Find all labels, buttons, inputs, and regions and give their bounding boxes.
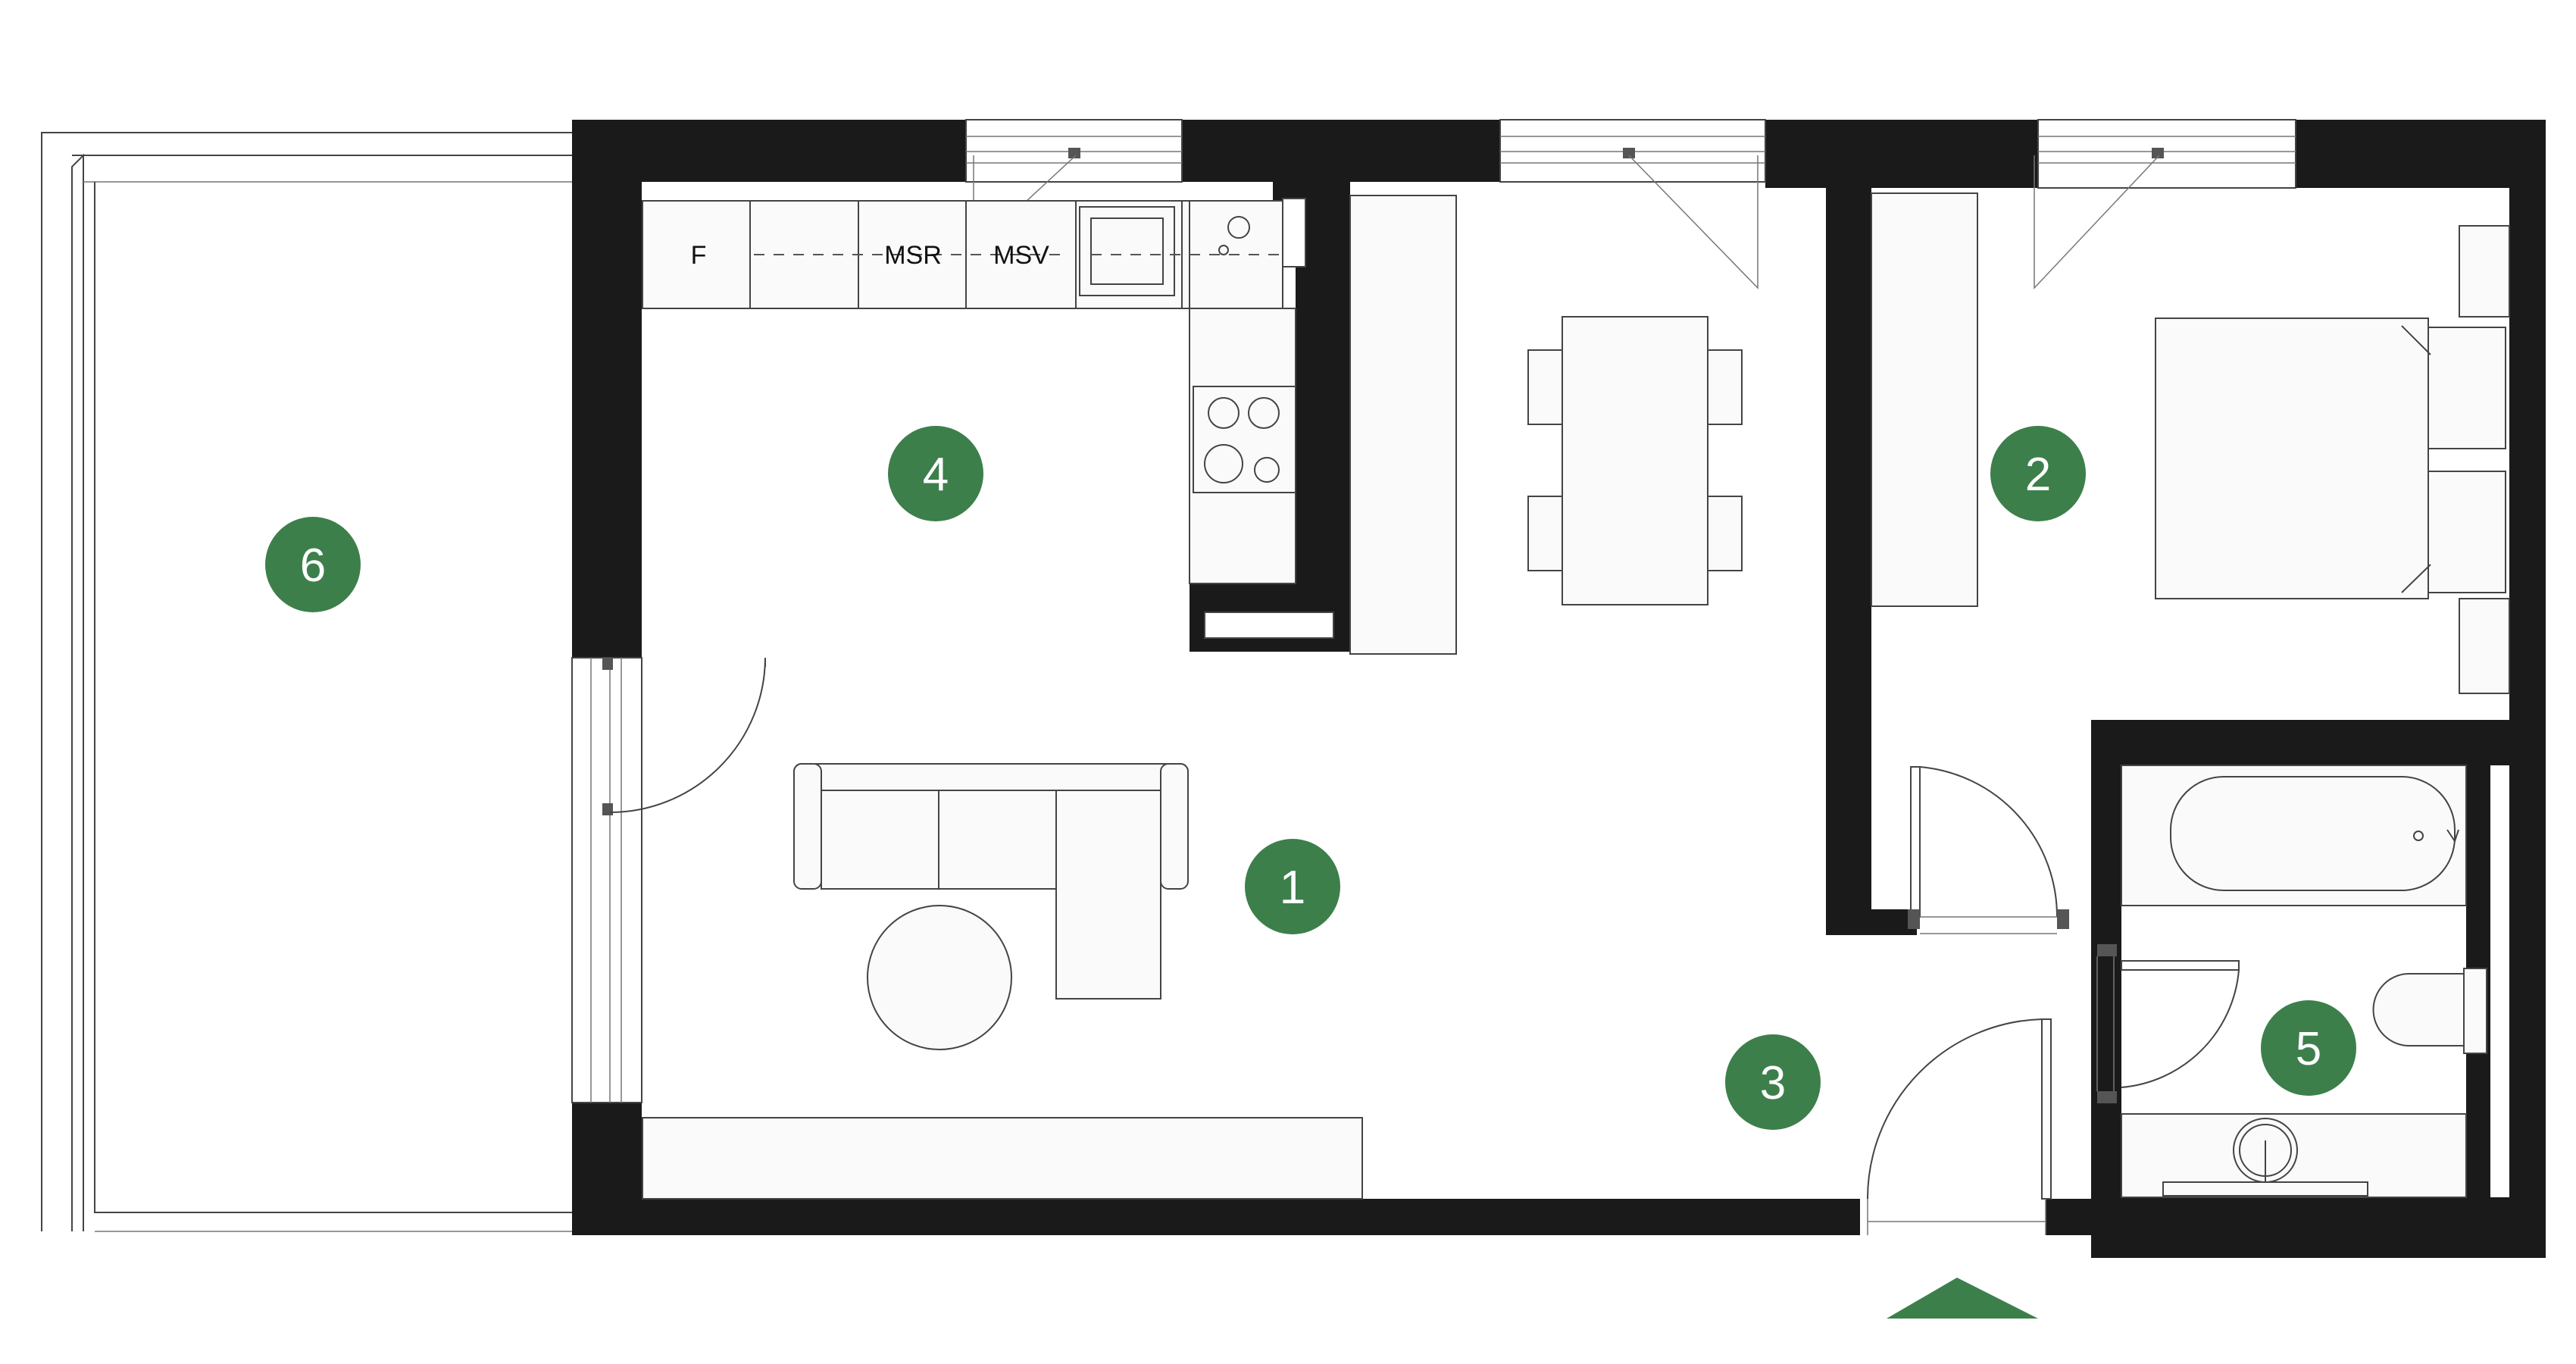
toilet	[2372, 968, 2487, 1054]
balcony	[41, 132, 576, 1232]
door-entrance	[1867, 1018, 2052, 1235]
kitchen: F MSR MSV	[642, 200, 1296, 584]
window-kitchen	[965, 119, 1183, 252]
windows	[571, 119, 2296, 1103]
window-bedroom	[2034, 119, 2296, 289]
room-number-6: 6	[300, 540, 326, 592]
tv-unit	[642, 1117, 1363, 1200]
window-living	[1499, 119, 1766, 289]
room-number-2: 2	[2025, 449, 2051, 501]
room-marker-6: 6	[265, 517, 361, 612]
room-marker-3: 3	[1725, 1034, 1821, 1130]
walls	[572, 120, 2546, 1258]
door-bathroom	[2096, 944, 2240, 1103]
entrance-arrow-icon	[1887, 1278, 2038, 1319]
washer-label: MSV	[993, 241, 1049, 270]
room-number-1: 1	[1280, 862, 1305, 914]
room-marker-5: 5	[2261, 1000, 2356, 1096]
fridge-label: F	[691, 241, 707, 270]
door-bedroom	[1908, 766, 2069, 934]
room-marker-1: 1	[1245, 839, 1340, 934]
hob-icon	[1193, 386, 1296, 493]
living-room	[642, 195, 1743, 1200]
room-marker-2: 2	[1990, 426, 2086, 521]
sink	[2121, 1113, 2467, 1198]
dishwasher-label: MSR	[884, 241, 942, 270]
dining-table	[1527, 316, 1743, 605]
coffee-table	[867, 905, 1012, 1050]
bathroom	[2121, 765, 2487, 1198]
room-number-3: 3	[1760, 1057, 1786, 1109]
bathtub	[2121, 765, 2467, 906]
room-number-5: 5	[2296, 1023, 2321, 1075]
hallway	[1867, 766, 2240, 1235]
window-balcony-door	[571, 657, 766, 1103]
room-marker-4: 4	[888, 426, 983, 521]
room-number-4: 4	[923, 449, 949, 501]
wardrobe	[1871, 192, 1978, 607]
bedroom	[1871, 192, 2510, 694]
sofa	[793, 763, 1189, 1000]
bed	[2155, 225, 2510, 694]
